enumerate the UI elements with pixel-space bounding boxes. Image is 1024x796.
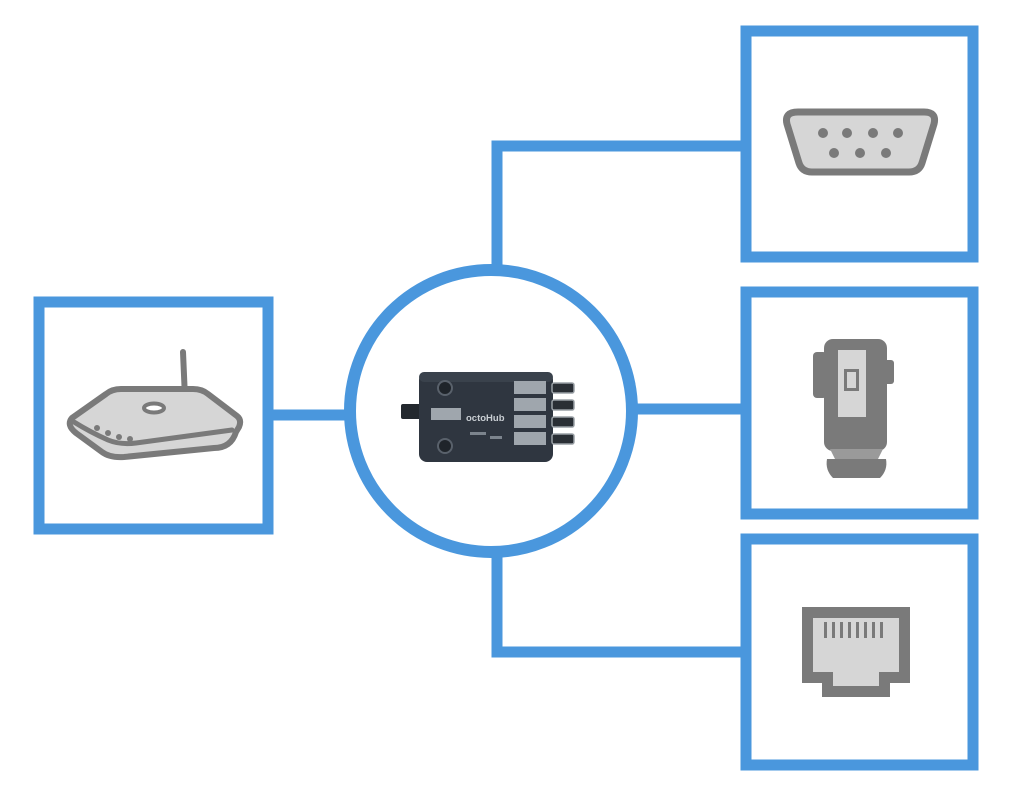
ethernet-box (740, 533, 979, 771)
device-brand-label: octoHub (466, 413, 505, 424)
db9-serial-port-icon (783, 108, 938, 176)
wifi-router-icon (66, 349, 244, 461)
octohub-device-icon: octoHub (401, 372, 575, 462)
line-hub-serial (491, 140, 746, 272)
rj45-ethernet-port-icon (802, 607, 910, 697)
line-hub-ethernet (491, 548, 746, 658)
connector-lines (268, 140, 746, 658)
total-station-icon (813, 339, 894, 478)
